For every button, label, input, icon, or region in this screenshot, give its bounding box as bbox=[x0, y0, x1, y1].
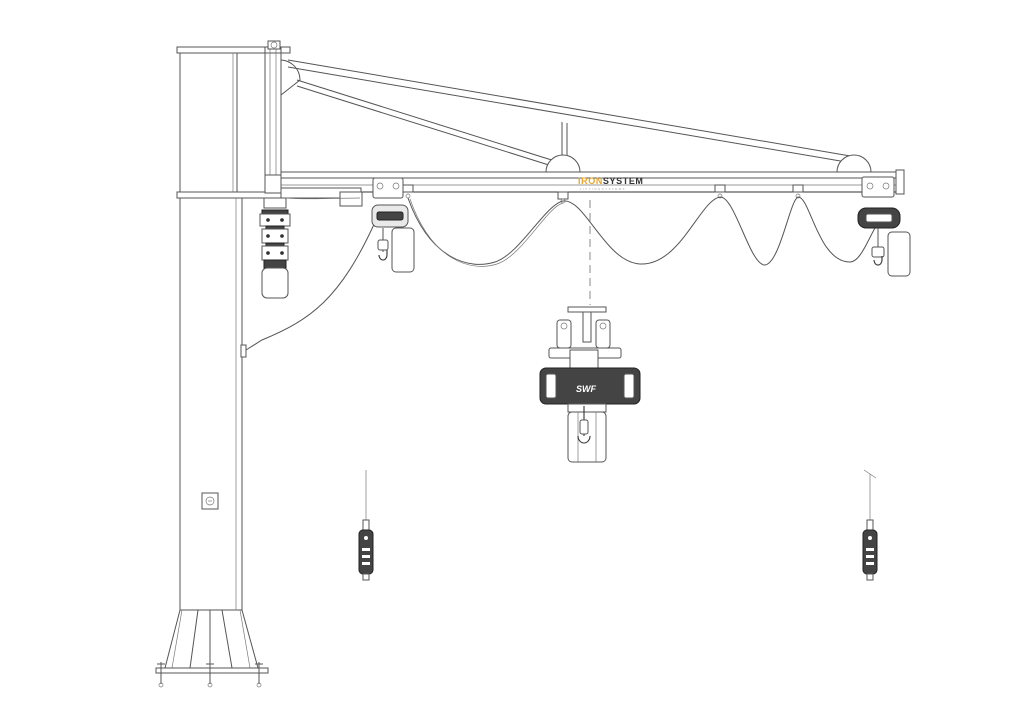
brand-suffix: N bbox=[596, 176, 603, 186]
hoist-label: SWF bbox=[576, 384, 596, 394]
slew-motor bbox=[259, 197, 291, 299]
brand-prefix: IR bbox=[578, 176, 588, 186]
outer-gusset bbox=[836, 154, 872, 173]
top-pin bbox=[267, 40, 281, 50]
boom-end-stop bbox=[895, 169, 905, 195]
festoon-trolleys bbox=[402, 184, 804, 204]
tie-rod bbox=[287, 59, 872, 173]
hoist-right bbox=[857, 176, 911, 277]
crane-base bbox=[155, 609, 269, 688]
brand-o: O bbox=[588, 176, 596, 186]
upper-gusset bbox=[280, 59, 301, 97]
slewing-head bbox=[264, 40, 301, 194]
mid-gusset bbox=[545, 154, 581, 173]
cable-festoon bbox=[245, 184, 876, 351]
pendant-left bbox=[358, 470, 374, 581]
brand-logo: IRONSYSTEM L I F T I N G S Y S T E M S bbox=[578, 176, 644, 191]
column-lower bbox=[179, 197, 243, 611]
column-connector bbox=[240, 344, 247, 358]
chain-bag-right bbox=[887, 231, 911, 277]
svg-text:IRONSYSTEM: IRONSYSTEM bbox=[578, 176, 644, 186]
pendant-right bbox=[862, 469, 878, 581]
trolley-right bbox=[861, 176, 895, 198]
chain-bag-left bbox=[391, 227, 415, 273]
isolator-switch bbox=[201, 492, 219, 510]
brand-tagline: L I F T I N G S Y S T E M S bbox=[580, 187, 625, 191]
crane-column bbox=[176, 46, 291, 611]
column-upper bbox=[179, 52, 238, 194]
slewing-mast bbox=[264, 46, 282, 194]
hoist-center: SWF bbox=[539, 306, 641, 463]
hoist-left bbox=[371, 177, 415, 273]
anchor-bolts bbox=[157, 662, 263, 688]
base-plate bbox=[155, 667, 269, 674]
brand-system: SYSTEM bbox=[603, 176, 644, 186]
chain-container bbox=[567, 411, 607, 463]
